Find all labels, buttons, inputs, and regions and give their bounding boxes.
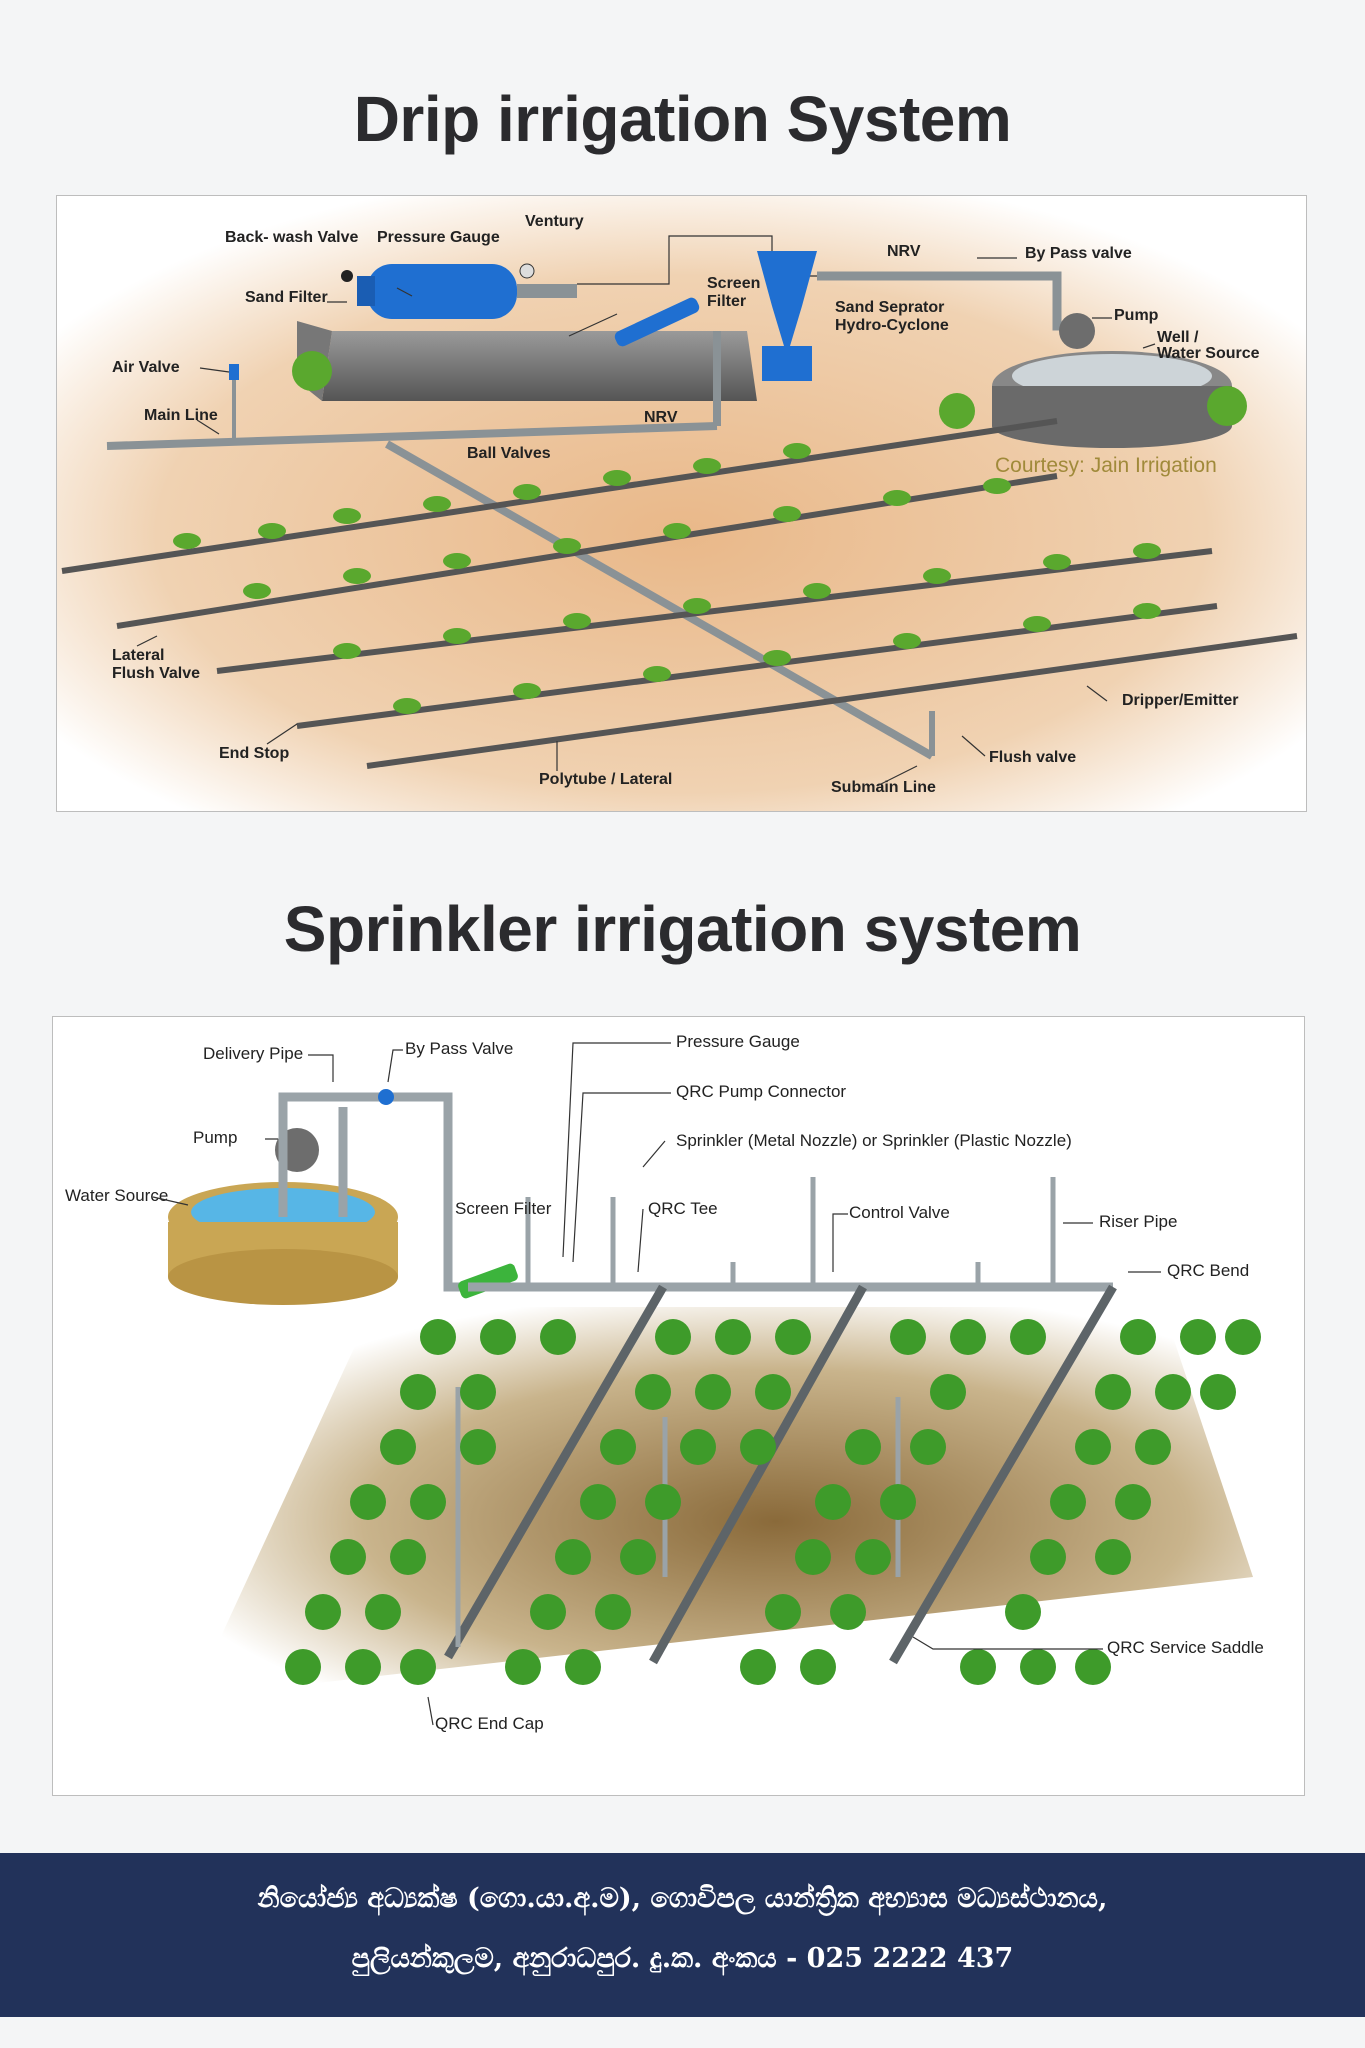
sprinkler-diagram: Delivery Pipe By Pass Valve Pressure Gau… — [65, 1032, 1264, 1733]
label-nrv-mid: NRV — [644, 409, 678, 426]
label-lateral-2: Flush Valve — [112, 665, 200, 682]
label-screen-filter: Screen Filter — [455, 1199, 552, 1218]
label-qrc-end-cap: QRC End Cap — [435, 1714, 544, 1733]
laterals — [444, 1284, 1117, 1665]
label-control-valve: Control Valve — [849, 1203, 950, 1222]
label-delivery-pipe: Delivery Pipe — [203, 1044, 303, 1063]
label-sand-filter: Sand Filter — [245, 289, 328, 306]
label-screen-filter-2: Filter — [707, 293, 746, 310]
air-valve — [229, 364, 239, 380]
label-pump: Pump — [1114, 307, 1159, 324]
label-sand-separator-2: Hydro-Cyclone — [835, 317, 949, 334]
label-ball-valves: Ball Valves — [467, 445, 551, 462]
label-qrc-service-saddle: QRC Service Saddle — [1107, 1638, 1264, 1657]
pressure-gauge-icon — [519, 263, 535, 279]
sprinkler-title: Sprinkler irrigation system — [283, 893, 1082, 965]
pump-icon — [1059, 313, 1095, 349]
bypass-valve-icon — [378, 1089, 394, 1105]
label-lateral-1: Lateral — [112, 647, 164, 664]
label-courtesy: Courtesy: Jain Irrigation — [995, 454, 1217, 477]
label-water-source: Water Source — [65, 1186, 168, 1205]
label-ventury: Ventury — [525, 213, 584, 230]
backwash-valve-icon — [341, 270, 353, 282]
label-main-line: Main Line — [144, 407, 218, 424]
filter-platform — [322, 331, 757, 401]
soil-background — [57, 196, 1306, 811]
label-well-2: Water Source — [1157, 345, 1260, 362]
label-air-valve: Air Valve — [112, 359, 180, 376]
sand-filter-tank — [367, 264, 517, 319]
drip-title: Drip irrigation System — [353, 83, 1012, 155]
screen-filter — [614, 297, 700, 347]
label-qrc-bend: QRC Bend — [1167, 1261, 1249, 1280]
crop-bushes — [285, 1319, 1261, 1685]
label-polytube: Polytube / Lateral — [539, 771, 672, 788]
label-flush-valve: Flush valve — [989, 749, 1076, 766]
drip-diagram: Back- wash Valve Pressure Gauge Ventury … — [57, 196, 1306, 811]
footer-address-line-1: නියෝජ්‍ය අධ්‍යක්ෂ (ගො.යා.අ.ම), ගොවිපල යා… — [257, 1883, 1108, 1914]
hydro-cyclone — [757, 251, 817, 346]
label-riser-pipe: Riser Pipe — [1099, 1212, 1177, 1231]
label-pressure-gauge: Pressure Gauge — [377, 229, 500, 246]
label-sand-separator-1: Sand Seprator — [835, 299, 944, 316]
label-nrv-top: NRV — [887, 243, 921, 260]
submain-line — [385, 440, 934, 760]
label-screen-filter-1: Screen — [707, 275, 760, 292]
label-submain: Submain Line — [831, 779, 936, 796]
main-line — [106, 422, 718, 450]
footer-address-line-2: පුලියන්කුලම, අනුරාධපුර. දු.ක. අංකය - 025… — [351, 1943, 1014, 1974]
label-pressure-gauge: Pressure Gauge — [676, 1032, 800, 1051]
plants — [173, 443, 1161, 714]
label-pump: Pump — [193, 1128, 237, 1147]
label-well-1: Well / — [1157, 329, 1199, 346]
label-sprinkler: Sprinkler (Metal Nozzle) or Sprinkler (P… — [676, 1131, 1072, 1150]
sprinkler-diagram-panel: Delivery Pipe By Pass Valve Pressure Gau… — [52, 1016, 1305, 1796]
label-dripper: Dripper/Emitter — [1122, 692, 1238, 709]
label-backwash-valve: Back- wash Valve — [225, 229, 359, 246]
label-qrc-tee: QRC Tee — [648, 1199, 718, 1218]
footer-contact-bar: නියෝජ්‍ය අධ්‍යක්ෂ (ගො.යා.අ.ම), ගොවිපල යා… — [0, 1853, 1365, 2017]
screen-filter — [458, 1263, 518, 1299]
label-bypass-valve: By Pass valve — [1025, 245, 1132, 262]
label-bypass-valve: By Pass Valve — [405, 1039, 513, 1058]
label-end-stop: End Stop — [219, 745, 289, 762]
drip-diagram-panel: Back- wash Valve Pressure Gauge Ventury … — [56, 195, 1307, 812]
risers — [455, 1177, 1056, 1647]
delivery-pipe — [278, 1092, 468, 1292]
label-qrc-pump-connector: QRC Pump Connector — [676, 1082, 846, 1101]
